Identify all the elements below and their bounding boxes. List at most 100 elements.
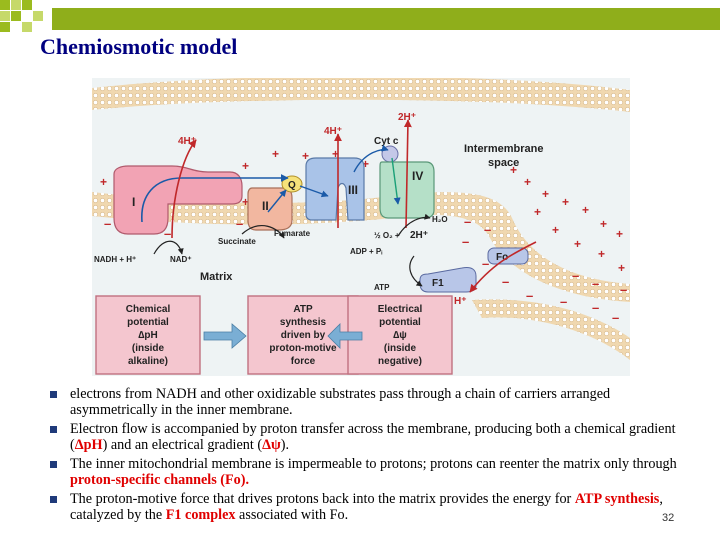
svg-text:–: – [572,268,579,283]
svg-text:–: – [462,234,469,249]
water-label: H₂O [432,215,448,224]
svg-text:+: + [272,147,279,161]
corner-decoration-square [22,22,32,32]
svg-text:Electrical: Electrical [378,304,423,315]
chemiosmotic-diagram: +++ +++ +++ +++ +++ +++ +++ ++ ––– ––– –… [92,78,630,376]
svg-text:∆pH: ∆pH [138,330,157,341]
svg-text:synthesis: synthesis [280,317,327,328]
square-bullet-icon [50,391,57,398]
electron-path-IV [391,157,401,205]
svg-text:III: III [348,183,358,197]
adp-label: ADP + Pᵢ [350,247,382,256]
svg-text:+: + [534,205,541,219]
proton-label-4H-mid: 4H⁺ [324,126,342,137]
svg-text:I: I [132,195,135,209]
svg-text:+: + [100,175,107,189]
svg-text:+: + [362,157,369,171]
slide-title: Chemiosmotic model [40,34,238,59]
corner-decoration-square [33,11,43,21]
delta-psi-term: Δψ [262,437,281,453]
proton-label-2H-matrix: 2H⁺ [410,230,428,241]
svg-text:+: + [598,247,605,261]
svg-text:∆ψ: ∆ψ [393,330,407,341]
svg-text:(inside: (inside [132,343,165,354]
corner-decoration-square [22,0,32,10]
succinate-reaction-arrow [241,225,285,239]
atp-synthase-Fo: Fo [487,247,529,265]
svg-text:+: + [242,195,249,209]
svg-text:+: + [618,261,625,275]
svg-text:alkaline): alkaline) [128,356,168,367]
complex-I: I [113,165,243,235]
bullet-item: electrons from NADH and other oxidizable… [50,386,690,418]
proton-label-2H-top: 2H⁺ [398,112,416,123]
bullet-item: The inner mitochondrial membrane is impe… [50,456,690,488]
title-accent-bar [52,8,720,30]
electrical-potential-box: Electrical potential ∆ψ (inside negative… [347,295,453,375]
corner-decoration-square [11,11,21,21]
proton-arrow-I [171,139,197,239]
f1-complex-term: F1 complex [165,507,236,523]
complex-III: III [305,157,365,221]
slide-number: 32 [662,512,675,524]
bullet-item: Electron flow is accompanied by proton t… [50,421,690,453]
square-bullet-icon [50,426,57,433]
electron-path-III [299,185,329,198]
svg-text:proton-motive: proton-motive [269,343,337,354]
svg-text:+: + [562,195,569,209]
arrow-electrical-to-atp [327,323,363,349]
svg-text:–: – [484,222,491,237]
square-bullet-icon [50,461,57,468]
electron-path [141,174,289,223]
svg-text:driven by: driven by [281,330,326,341]
water-reaction-arrow [397,213,431,237]
nad-label: NAD⁺ [170,255,192,264]
svg-text:–: – [164,226,171,241]
atp-synthase-F1: F1 [419,267,477,293]
intermembrane-label: Intermembrane [464,143,543,155]
corner-decoration-square [0,11,10,21]
svg-text:–: – [502,274,509,289]
nadh-label: NADH + H⁺ [94,255,136,264]
svg-text:(inside: (inside [384,343,417,354]
svg-text:negative): negative) [378,356,422,367]
svg-text:+: + [524,175,531,189]
proton-arrow-IV [403,119,412,229]
svg-text:Cyt c: Cyt c [374,136,399,147]
svg-text:–: – [560,294,567,309]
svg-text:+: + [552,223,559,237]
corner-decoration-square [0,0,10,10]
bullet-list: electrons from NADH and other oxidizable… [50,386,690,526]
svg-text:+: + [332,147,339,161]
nadh-reaction-arrow [153,240,184,255]
proton-arrow-synthase [469,241,537,293]
svg-text:–: – [464,214,471,229]
svg-text:+: + [242,159,249,173]
svg-text:potential: potential [127,317,169,328]
arrow-chemical-to-atp [203,323,247,349]
svg-text:+: + [510,163,517,177]
svg-text:Chemical: Chemical [126,304,171,315]
svg-text:–: – [612,310,619,325]
inner-membrane [92,192,630,302]
chemical-potential-box: Chemical potential ∆pH (inside alkaline) [95,295,201,375]
proton-label-4H-left: 4H⁺ [178,136,196,147]
svg-text:force: force [291,356,316,367]
fumarate-label: Fumarate [274,229,311,238]
svg-text:–: – [526,288,533,303]
square-bullet-icon [50,496,57,503]
intermembrane-label-2: space [488,157,519,169]
svg-text:F1: F1 [432,278,444,289]
atp-reaction-arrow [409,255,423,287]
svg-text:–: – [592,276,599,291]
svg-text:Q: Q [288,180,296,191]
inner-membrane-lower-curve [472,299,630,360]
matrix-label: Matrix [200,271,233,283]
svg-text:Fo: Fo [496,252,508,263]
atp-synthesis-term: ATP synthesis [574,491,660,507]
outer-membrane [92,78,630,112]
corner-decoration-square [11,0,21,10]
corner-decoration-square [0,22,10,32]
atp-label: ATP [374,283,390,292]
oxygen-label: ½ O₂ + [374,231,400,240]
